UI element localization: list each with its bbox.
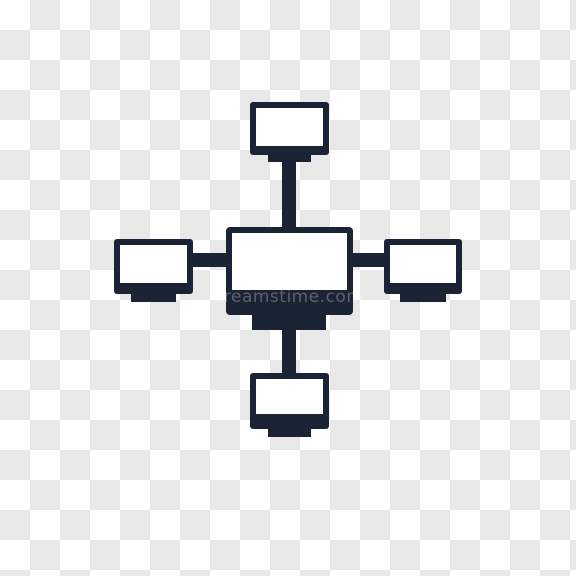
connector-top [282,158,296,230]
monitor-bottom [250,373,329,437]
connector-right [352,253,386,267]
connector-bottom [282,326,296,378]
monitor-right [384,239,462,302]
connector-left [192,253,228,267]
monitor-center [226,227,353,330]
monitor-left [114,239,193,302]
monitor-top [250,102,329,162]
